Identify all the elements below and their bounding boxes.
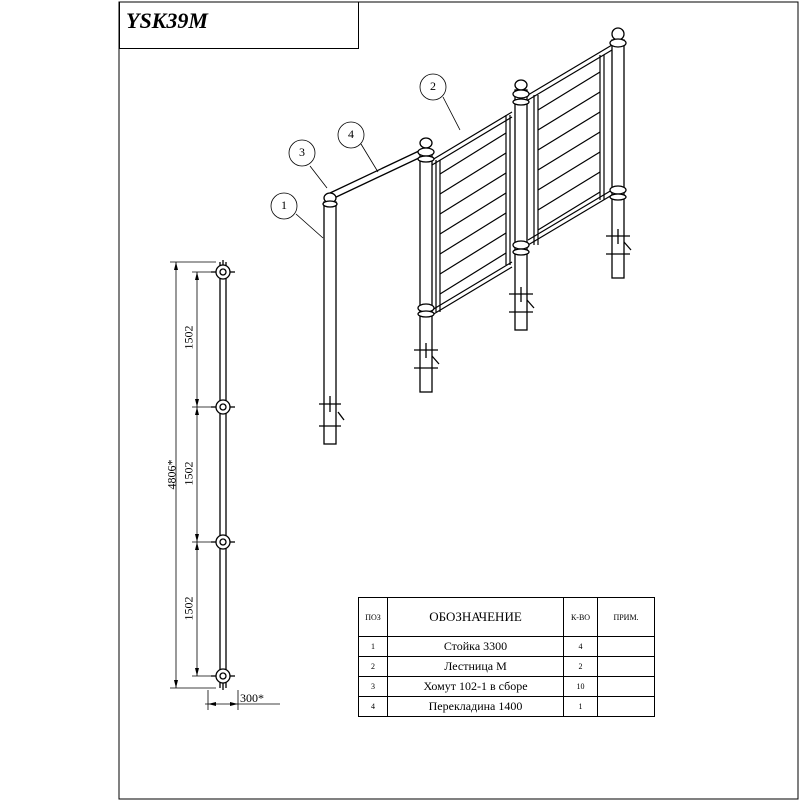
row-pos: 2 (358, 656, 388, 677)
ladder-1 (431, 111, 513, 316)
dim-spacing-middle: 1502 (181, 461, 196, 486)
row-name: Хомут 102-1 в сборе (387, 676, 564, 697)
table-row: 3 Хомут 102-1 в сборе 10 (358, 676, 655, 697)
row-qty: 4 (563, 636, 598, 657)
row-note (597, 696, 655, 717)
row-pos: 4 (358, 696, 388, 717)
row-pos: 1 (358, 636, 388, 657)
table-row: 1 Стойка 3300 4 (358, 636, 655, 657)
dim-spacing-top: 1502 (181, 325, 196, 350)
callout-leaders (295, 96, 461, 239)
post-c (509, 79, 535, 331)
callout-2: 2 (430, 79, 436, 93)
spec-table-header: ПОЗ ОБОЗНАЧЕНИЕ К-ВО ПРИМ. (358, 597, 655, 637)
post-d (606, 27, 632, 279)
sheet-border (118, 1, 799, 800)
post-a (319, 192, 345, 445)
row-name: Перекладина 1400 (387, 696, 564, 717)
dim-spacing-bottom: 1502 (181, 596, 196, 621)
row-name: Лестница М (387, 656, 564, 677)
row-note (597, 676, 655, 697)
dim-total-height: 4806* (164, 459, 179, 490)
row-note (597, 636, 655, 657)
row-qty: 10 (563, 676, 598, 697)
table-row: 2 Лестница М 2 (358, 656, 655, 677)
table-row: 4 Перекладина 1400 1 (358, 696, 655, 717)
row-qty: 2 (563, 656, 598, 677)
row-name: Стойка 3300 (387, 636, 564, 657)
dim-width: 300* (240, 691, 264, 705)
header-note: ПРИМ. (597, 597, 655, 637)
crossbar (329, 149, 422, 200)
spec-table: ПОЗ ОБОЗНАЧЕНИЕ К-ВО ПРИМ. 1 Стойка 3300… (358, 597, 655, 717)
header-qty: К-ВО (563, 597, 598, 637)
row-note (597, 656, 655, 677)
header-pos: ПОЗ (358, 597, 388, 637)
drawing-title: YSK39M (126, 8, 208, 33)
elevation-view (211, 260, 235, 690)
callout-4: 4 (348, 127, 354, 141)
dimension-lines (170, 261, 280, 710)
callout-3: 3 (299, 145, 305, 159)
callout-circles (270, 73, 447, 220)
header-name: ОБОЗНАЧЕНИЕ (387, 597, 564, 637)
row-pos: 3 (358, 676, 388, 697)
callout-1: 1 (281, 198, 287, 212)
ladder-2 (527, 44, 613, 246)
row-qty: 1 (563, 696, 598, 717)
post-b (414, 137, 440, 393)
dimension-arrows (174, 262, 238, 706)
